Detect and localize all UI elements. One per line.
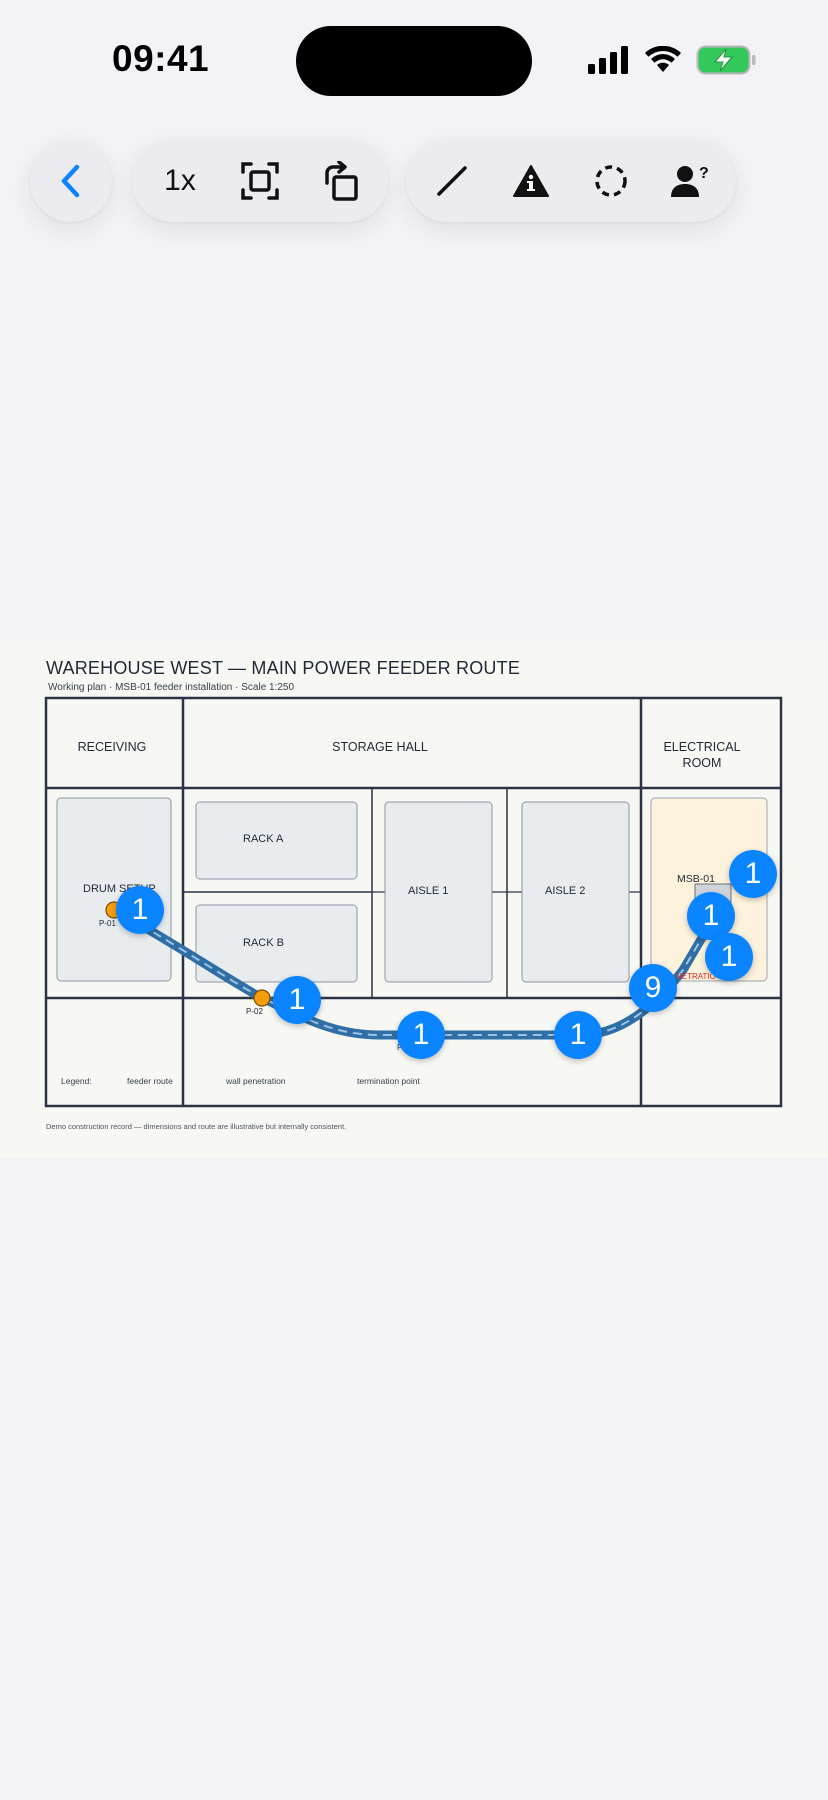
floor-plan-document[interactable]: WAREHOUSE WEST — MAIN POWER FEEDER ROUTE… (0, 640, 828, 1158)
tools-pill: ? (406, 140, 736, 222)
status-time: 09:41 (112, 38, 210, 79)
zone-label-rack-b: RACK B (243, 937, 284, 949)
point-label-p02: P-02 (246, 1007, 263, 1016)
fit-frame-icon (241, 162, 279, 200)
legend-termination-point: termination point (357, 1076, 420, 1086)
rotate-button[interactable] (300, 140, 380, 222)
aisle-1-zone (384, 801, 493, 983)
person-query-button[interactable]: ? (651, 140, 731, 222)
rotate-icon (325, 161, 358, 201)
legend-title: Legend: (61, 1076, 92, 1086)
annotation-badge[interactable]: 1 (705, 933, 753, 981)
status-icons (588, 42, 756, 78)
annotation-badge[interactable]: 1 (729, 850, 777, 898)
zoom-button[interactable]: 1x (140, 140, 220, 222)
zone-label-rack-a: RACK A (243, 833, 284, 845)
annotation-badge[interactable]: 9 (629, 964, 677, 1012)
point-label-p01: P-01 (99, 919, 116, 928)
aisle-2-zone (521, 801, 630, 983)
plan-footnote: Demo construction record — dimensions an… (46, 1122, 347, 1131)
room-label-receiving: RECEIVING (77, 740, 147, 754)
legend-feeder-route: feeder route (127, 1076, 173, 1086)
fit-to-screen-button[interactable] (220, 140, 300, 222)
zoom-label: 1x (164, 164, 196, 197)
back-pill (30, 140, 112, 222)
drum-setup-zone (56, 797, 172, 982)
person-question-icon: ? (671, 165, 709, 197)
lasso-icon (595, 165, 627, 197)
chevron-left-icon (61, 164, 80, 198)
room-label-storage-hall: STORAGE HALL (332, 740, 428, 754)
feeder-route-dashes (113, 909, 704, 1036)
annotation-badge[interactable]: 1 (687, 892, 735, 940)
status-bar: 09:41 (0, 0, 828, 120)
view-controls-pill: 1x (132, 140, 388, 222)
svg-text:?: ? (699, 165, 709, 182)
zone-label-aisle-2: AISLE 2 (545, 885, 586, 897)
rack-a-zone (195, 801, 358, 880)
annotation-badge[interactable]: 1 (397, 1011, 445, 1059)
battery-charging-icon (696, 45, 756, 75)
info-tool-button[interactable] (492, 140, 572, 222)
legend-wall-penetration: wall penetration (226, 1076, 286, 1086)
annotation-badge[interactable]: 1 (116, 886, 164, 934)
penetration-label: NETRATIO (676, 972, 716, 981)
cellular-icon (588, 46, 628, 74)
back-button[interactable] (30, 140, 112, 222)
msb-label: MSB-01 (677, 873, 715, 885)
zone-label-aisle-1: AISLE 1 (408, 885, 449, 897)
annotation-badge[interactable]: 1 (273, 976, 321, 1024)
line-tool-icon (437, 166, 467, 196)
room-label-electrical-line2: ROOM (682, 756, 722, 770)
plan-subtitle: Working plan · MSB-01 feeder installatio… (48, 682, 295, 693)
plan-title: WAREHOUSE WEST — MAIN POWER FEEDER ROUTE (46, 658, 521, 678)
pull-point-p02 (253, 989, 271, 1007)
dynamic-island (296, 26, 532, 96)
annotation-badge[interactable]: 1 (554, 1011, 602, 1059)
room-label-electrical-line1: ELECTRICAL (663, 740, 741, 754)
wifi-icon (645, 46, 681, 72)
line-tool-button[interactable] (412, 140, 492, 222)
toolbar: 1x (0, 140, 828, 222)
rack-b-zone (195, 904, 358, 983)
lasso-tool-button[interactable] (571, 140, 651, 222)
info-icon (513, 165, 550, 197)
